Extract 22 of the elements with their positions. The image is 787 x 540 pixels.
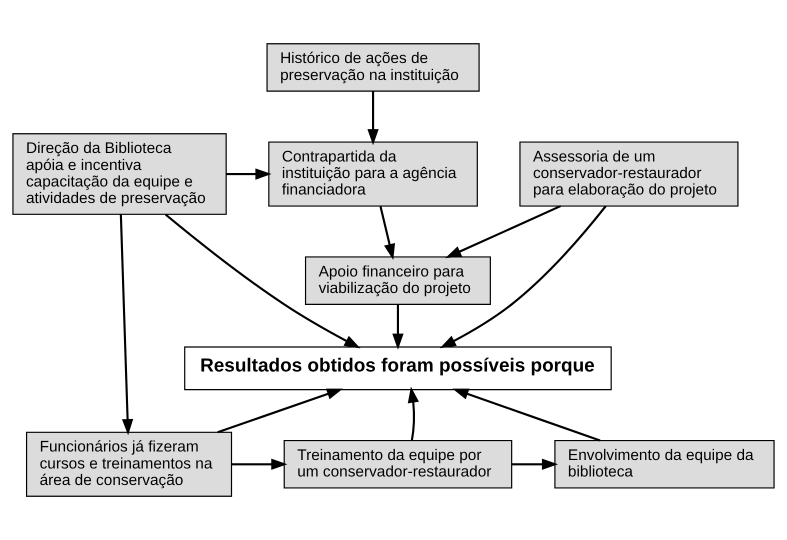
arrow	[380, 206, 396, 260]
node-box: Apoio financeiro para viabilização do projeto	[304, 256, 491, 305]
arrow	[392, 304, 404, 350]
arrow	[440, 205, 607, 348]
arrow	[232, 458, 288, 470]
arrow	[120, 214, 134, 436]
arrow	[226, 168, 272, 180]
node-box: Direção da Biblioteca apóia e incentiva capacitação da equipe e atividades de preservação	[12, 133, 227, 215]
arrow	[408, 386, 419, 441]
arrow	[164, 214, 360, 348]
node-box: Assessoria de um conservador-restaurador para elaboração do projeto	[519, 141, 739, 207]
node-box: Resultados obtidos foram possíveis porque	[184, 346, 612, 390]
arrow	[367, 91, 379, 146]
node-box: Histórico de ações de preservação na instituição	[266, 43, 480, 92]
node-box: Treinamento da equipe por um conservador-restaurador	[284, 440, 512, 489]
node-box: Envolvimento da equipe da biblioteca	[554, 440, 775, 489]
arrow	[445, 205, 562, 258]
node-box: Funcionários já fizeram cursos e treinamentos na área de conservação	[26, 432, 232, 497]
arrow	[512, 458, 558, 470]
node-box: Contrapartida da instituição para a agência financiadora	[268, 141, 478, 207]
arrow	[452, 388, 600, 442]
arrow	[217, 388, 343, 434]
